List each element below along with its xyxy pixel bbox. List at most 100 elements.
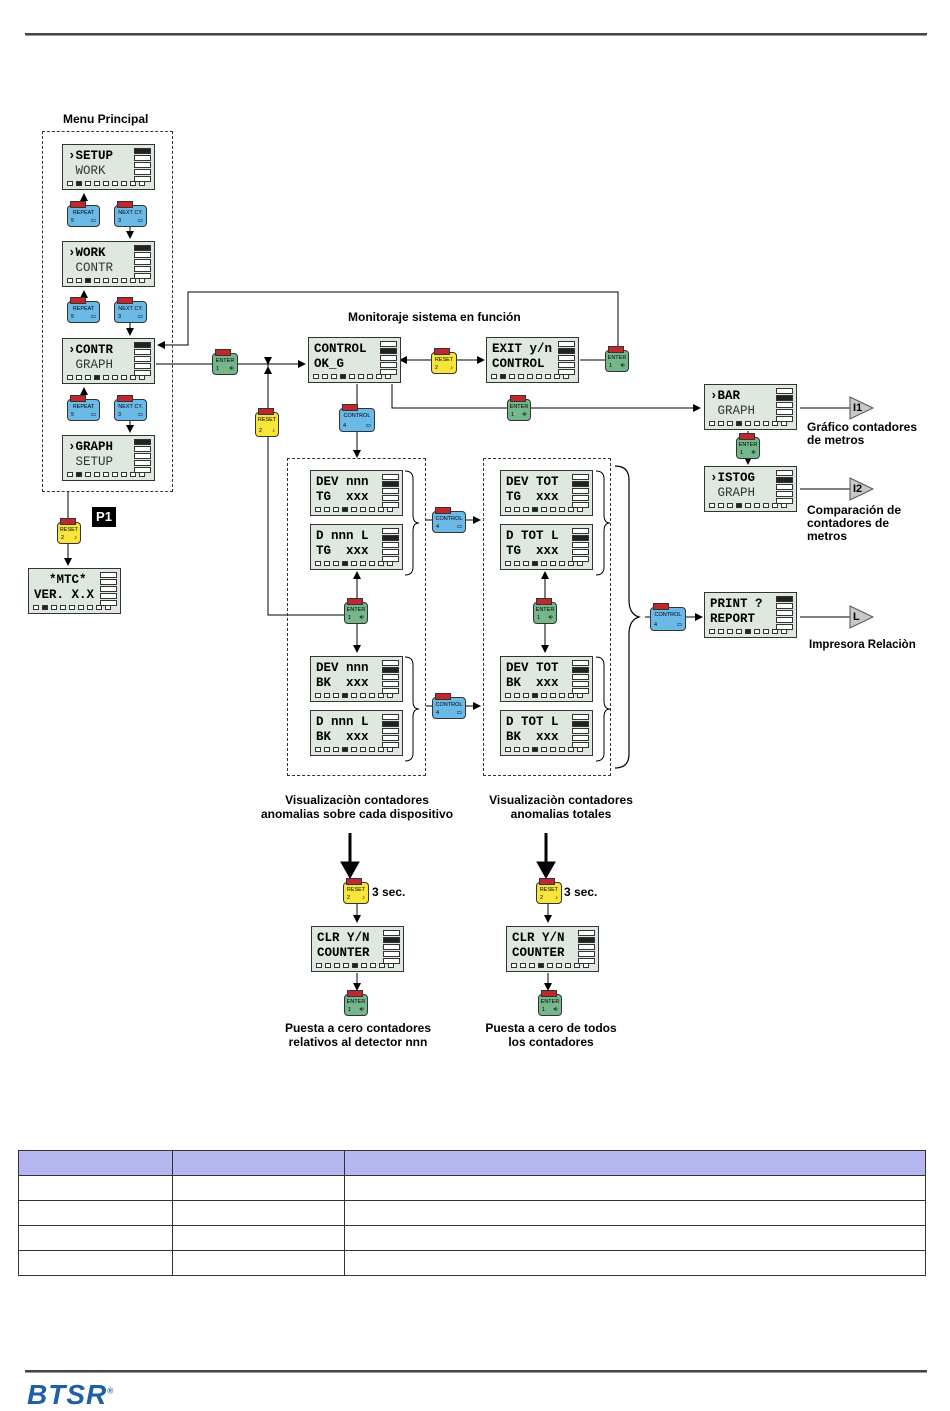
grafico-label-1: Gráfico contadores (807, 420, 918, 434)
table-cell (172, 1200, 345, 1226)
i2-label: I2 (853, 483, 863, 495)
key-label: RESET (257, 417, 277, 423)
key-label: NEXT CY. (118, 210, 143, 216)
lcd-contr: ›CONTR GRAPH (62, 338, 155, 384)
table-cell (344, 1225, 926, 1251)
key-label: ENTER (346, 999, 366, 1005)
lcd-status-leds (67, 472, 151, 478)
lcd-line-1: ›SETUP (68, 149, 114, 163)
lcd-line-2: TG xxx (506, 544, 559, 558)
key-label: RESET (539, 887, 559, 893)
lcd-status-leds (491, 374, 575, 380)
lcd-line-1: PRINT ? (710, 597, 763, 611)
lcd-line-1: D TOT L (506, 529, 559, 543)
lcd-status-leds (67, 278, 151, 284)
next-cycle-key[interactable]: NEXT CY.3▭ (114, 297, 147, 323)
lcd-line-2: TG xxx (506, 490, 559, 504)
lcd-line-1: DEV nnn (316, 661, 369, 675)
key-glyph-icon: ▭ (137, 412, 143, 418)
lcd-status-leds (316, 963, 400, 969)
table-cell (344, 1250, 926, 1276)
key-glyph-icon: ♪ (362, 895, 365, 901)
lcd-line-1: D nnn L (316, 529, 369, 543)
comparacion-label-1: Comparación de (807, 503, 902, 517)
key-label: ENTER (509, 404, 529, 410)
key-label: ENTER (607, 355, 627, 361)
puesta-todos-label-1: Puesta a cero de todos (485, 1021, 617, 1035)
l-label: L (853, 611, 860, 623)
key-label: CONTROL (654, 612, 682, 618)
key-label: RESET (59, 527, 79, 533)
lcd-status-leds (505, 747, 589, 753)
key-number: 2 (259, 428, 263, 434)
lcd-level-bars (134, 439, 151, 474)
device-counters-group (287, 458, 426, 776)
puesta-todos-label-2: los contadores (508, 1035, 594, 1049)
next-cycle-key[interactable]: NEXT CY.3▭ (114, 395, 147, 421)
lcd-line-2: SETUP (68, 455, 114, 469)
lcd-line-2: BK xxx (316, 730, 369, 744)
key-number: 1 (348, 1007, 352, 1013)
key-number: 1 (216, 366, 220, 372)
table-cell (344, 1175, 926, 1201)
lcd-level-bars (776, 470, 793, 505)
logo-text: BTSR (27, 1379, 108, 1410)
key-number: 5 (71, 218, 75, 224)
p1-badge: P1 (92, 507, 116, 527)
reset-key[interactable]: RESET 2 ♪ (536, 878, 562, 904)
key-glyph-icon: ▭ (90, 412, 96, 418)
key-glyph-icon: ♪ (555, 895, 558, 901)
lcd-line-2: OK_G (314, 357, 345, 371)
next-cycle-key[interactable]: NEXT CY.3▭ (114, 201, 147, 227)
key-number: 4 (436, 710, 440, 716)
key-glyph-icon: ▭ (365, 423, 371, 429)
table-cell (18, 1150, 173, 1176)
lcd-line-2: BK xxx (506, 730, 559, 744)
key-number: 3 (118, 412, 122, 418)
lcd-level-bars (776, 388, 793, 423)
key-number: 2 (540, 895, 544, 901)
lcd-line-1: EXIT y/n (492, 342, 553, 356)
table-cell (18, 1250, 173, 1276)
lcd-line-1: DEV nnn (316, 475, 369, 489)
lcd-line-1: *MTC* (34, 573, 87, 587)
lcd-line-2: BK xxx (506, 676, 559, 690)
key-label: ENTER (215, 358, 235, 364)
key-label: CONTROL (435, 702, 463, 708)
lcd-line-1: CONTROL (314, 342, 367, 356)
lcd-line-2: GRAPH (68, 358, 114, 372)
key-glyph-icon: ▭ (137, 314, 143, 320)
key-glyph-icon: ⎆ (359, 615, 364, 621)
lcd-level-bars (382, 660, 399, 695)
lcd-istog: ›ISTOG GRAPH (704, 466, 797, 512)
logo-registered: ® (107, 1386, 115, 1396)
monitoraje-label: Monitoraje sistema en función (348, 310, 521, 324)
key-number: 1 (609, 363, 613, 369)
vis-dispositivo-label-2: anomalias sobre cada dispositivo (260, 807, 454, 821)
lcd-level-bars (776, 596, 793, 631)
comparacion-label-3: metros (807, 529, 848, 543)
lcd-level-bars (383, 930, 400, 965)
